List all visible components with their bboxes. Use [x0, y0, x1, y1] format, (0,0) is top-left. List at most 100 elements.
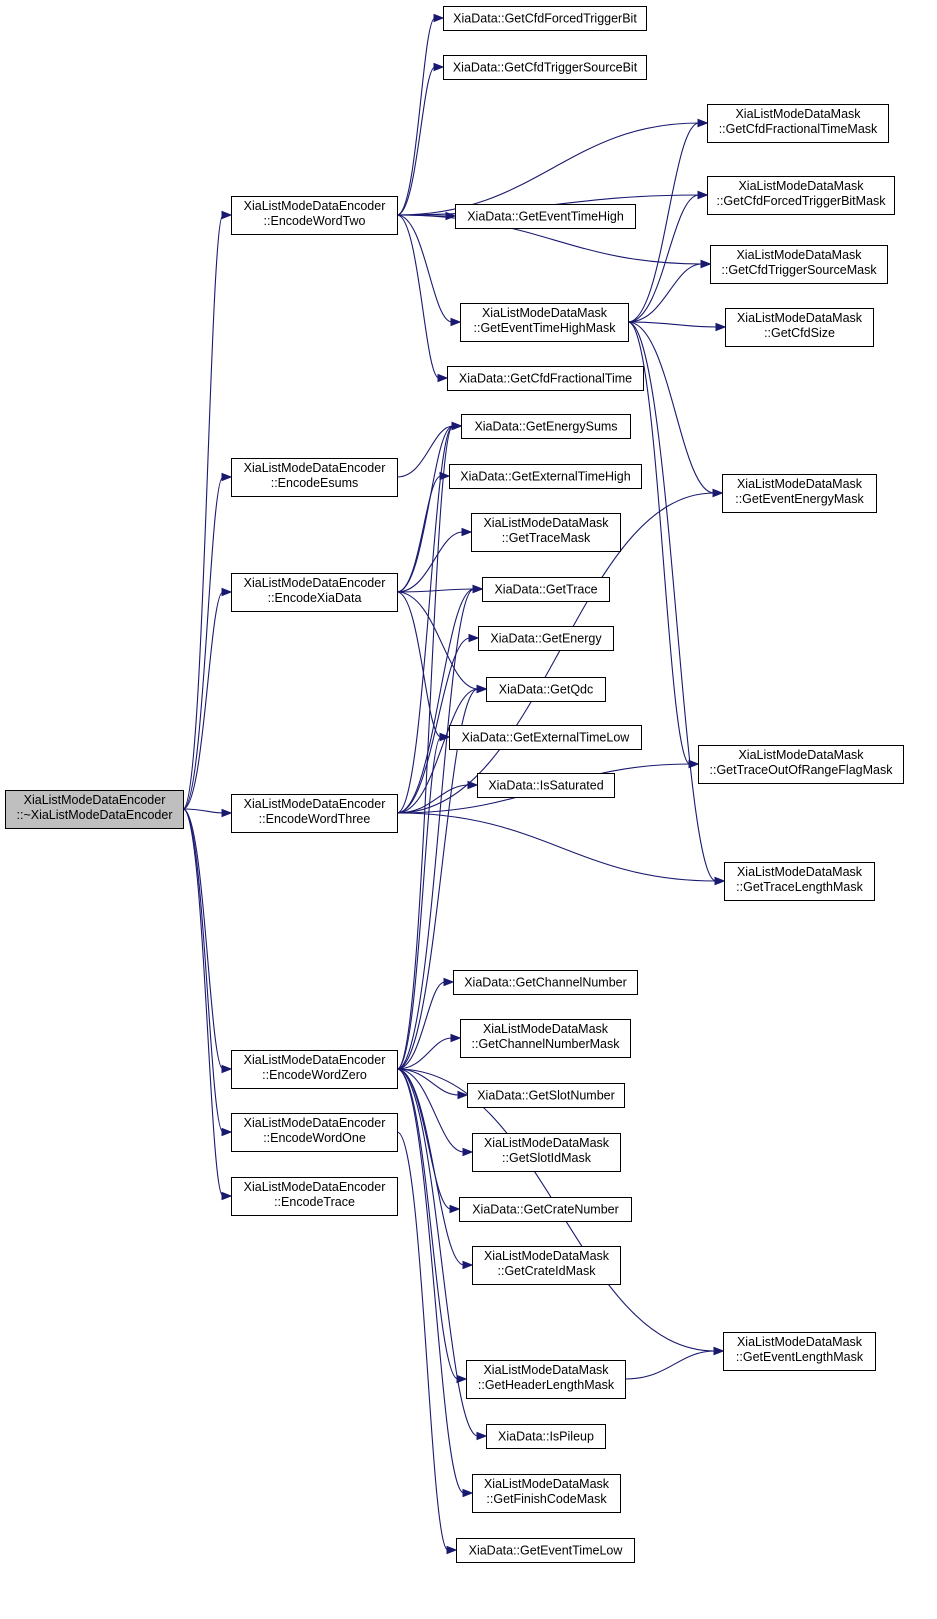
edge-line — [182, 214, 224, 810]
edge-line — [396, 214, 453, 323]
node-cfdfracmask[interactable]: XiaListModeDataMask::GetCfdFractionalTim… — [707, 104, 889, 143]
call-edge-ew0-to-chnummask — [396, 1033, 462, 1070]
node-evtlow[interactable]: XiaData::GetEventTimeLow — [456, 1538, 635, 1563]
edge-line — [396, 214, 703, 265]
edge-line — [396, 981, 446, 1070]
edge-line — [396, 1068, 465, 1153]
node-etr[interactable]: XiaListModeDataEncoder::EncodeTrace — [231, 1177, 398, 1216]
node-cfdsrcmask[interactable]: XiaListModeDataMask::GetCfdTriggerSource… — [710, 245, 888, 284]
node-label: XiaData::GetQdc — [499, 683, 594, 697]
node-label: ::EncodeXiaData — [268, 591, 362, 605]
call-edge-evthighmask-to-tracelenmask — [627, 321, 726, 886]
arrowhead-icon — [713, 1346, 725, 1356]
edge-line — [396, 475, 442, 593]
arrowhead-icon — [468, 633, 480, 643]
node-label: ::GetCfdSize — [764, 326, 835, 340]
node-evtlenmask[interactable]: XiaListModeDataMask::GetEventLengthMask — [723, 1332, 876, 1371]
node-box — [707, 104, 889, 143]
node-label: XiaListModeDataEncoder — [244, 797, 386, 811]
node-ew2[interactable]: XiaListModeDataEncoder::EncodeWordTwo — [231, 196, 398, 235]
node-label: XiaData::GetCfdForcedTriggerBit — [453, 12, 637, 26]
node-box — [710, 245, 888, 284]
node-label: XiaListModeDataEncoder — [24, 793, 166, 807]
node-cfdsize[interactable]: XiaListModeDataMask::GetCfdSize — [725, 308, 874, 347]
node-gettrace[interactable]: XiaData::GetTrace — [482, 577, 610, 602]
edge-line — [396, 637, 471, 814]
node-label: XiaListModeDataMask — [736, 248, 862, 262]
node-esums[interactable]: XiaListModeDataEncoder::EncodeEsums — [231, 458, 398, 497]
edge-line — [396, 492, 715, 814]
node-box — [472, 1246, 621, 1285]
edge-line — [624, 1350, 716, 1380]
node-esumsf[interactable]: XiaData::GetEnergySums — [461, 414, 631, 439]
call-edge-exia-to-getqdc — [396, 591, 488, 694]
call-edge-ew1-to-evtlow — [396, 1131, 458, 1555]
node-box — [231, 1177, 398, 1216]
node-label: XiaListModeDataMask — [483, 1022, 609, 1036]
node-label: XiaListModeDataMask — [484, 1136, 610, 1150]
node-box — [698, 745, 904, 784]
edge-line — [396, 1131, 449, 1551]
node-cfdforced[interactable]: XiaData::GetCfdForcedTriggerBit — [443, 6, 647, 31]
node-label: XiaData::GetCfdTriggerSourceBit — [453, 61, 638, 75]
node-box — [725, 308, 874, 347]
call-edge-ew2-to-cfdfrac — [396, 214, 449, 383]
node-slotmask[interactable]: XiaListModeDataMask::GetSlotIdMask — [472, 1133, 621, 1172]
node-label: XiaData::IsPileup — [498, 1430, 594, 1444]
node-box — [724, 862, 875, 901]
node-ew0[interactable]: XiaListModeDataEncoder::EncodeWordZero — [231, 1050, 398, 1089]
node-label: XiaData::GetSlotNumber — [477, 1089, 615, 1103]
node-cfdsrc[interactable]: XiaData::GetCfdTriggerSourceBit — [443, 55, 647, 80]
node-cratenum[interactable]: XiaData::GetCrateNumber — [459, 1197, 632, 1222]
node-chnum[interactable]: XiaData::GetChannelNumber — [453, 970, 638, 995]
node-box — [449, 725, 642, 750]
node-exthigh[interactable]: XiaData::GetExternalTimeHigh — [449, 464, 642, 489]
node-ew1[interactable]: XiaListModeDataEncoder::EncodeWordOne — [231, 1113, 398, 1152]
node-label: XiaListModeDataMask — [484, 1477, 610, 1491]
node-exia[interactable]: XiaListModeDataEncoder::EncodeXiaData — [231, 573, 398, 612]
node-cfdfrac[interactable]: XiaData::GetCfdFractionalTime — [447, 366, 644, 391]
node-tracelenmask[interactable]: XiaListModeDataMask::GetTraceLengthMask — [724, 862, 875, 901]
edge-line — [182, 808, 224, 1133]
node-getqdc[interactable]: XiaData::GetQdc — [486, 677, 606, 702]
node-root[interactable]: XiaListModeDataEncoder::~XiaListModeData… — [5, 790, 184, 829]
edge-line — [182, 808, 224, 1197]
node-issat[interactable]: XiaData::IsSaturated — [477, 773, 615, 798]
node-label: XiaData::GetEventTimeHigh — [467, 210, 624, 224]
node-label: XiaListModeDataEncoder — [244, 576, 386, 590]
node-label: ::~XiaListModeDataEncoder — [17, 808, 173, 822]
edge-line — [396, 591, 442, 738]
node-ew3[interactable]: XiaListModeDataEncoder::EncodeWordThree — [231, 794, 398, 833]
edge-line — [396, 214, 440, 379]
node-box — [443, 6, 647, 31]
edge-line — [396, 1068, 465, 1494]
arrowhead-icon — [476, 1431, 488, 1441]
node-slotnum[interactable]: XiaData::GetSlotNumber — [467, 1083, 625, 1108]
node-extlow[interactable]: XiaData::GetExternalTimeLow — [449, 725, 642, 750]
node-ispileup[interactable]: XiaData::IsPileup — [486, 1424, 606, 1449]
node-tooormask[interactable]: XiaListModeDataMask::GetTraceOutOfRangeF… — [698, 745, 904, 784]
node-finishmask[interactable]: XiaListModeDataMask::GetFinishCodeMask — [472, 1474, 621, 1513]
node-getenergy[interactable]: XiaData::GetEnergy — [478, 626, 614, 651]
arrowhead-icon — [221, 587, 233, 597]
node-evtenergymask[interactable]: XiaListModeDataMask::GetEventEnergyMask — [722, 474, 877, 513]
node-label: XiaData::GetCrateNumber — [472, 1203, 619, 1217]
edge-line — [396, 688, 479, 1070]
call-edge-exia-to-exthigh — [396, 471, 451, 593]
call-edge-ew0-to-finishmask — [396, 1068, 474, 1498]
node-hdrlenmask[interactable]: XiaListModeDataMask::GetHeaderLengthMask — [466, 1360, 626, 1399]
node-tracemask[interactable]: XiaListModeDataMask::GetTraceMask — [471, 513, 621, 552]
node-label: ::GetChannelNumberMask — [472, 1037, 621, 1051]
call-edge-ew0-to-cratemask — [396, 1068, 474, 1270]
node-chnummask[interactable]: XiaListModeDataMask::GetChannelNumberMas… — [460, 1019, 631, 1058]
node-label: ::GetCrateIdMask — [498, 1264, 597, 1278]
node-cratemask[interactable]: XiaListModeDataMask::GetCrateIdMask — [472, 1246, 621, 1285]
call-edge-evthighmask-to-cfdsrcmask — [627, 259, 712, 323]
node-label: XiaListModeDataMask — [737, 865, 863, 879]
arrowhead-icon — [697, 118, 709, 128]
arrowhead-icon — [446, 1545, 458, 1555]
node-label: XiaData::GetTrace — [494, 583, 597, 597]
node-cfdforcedmask[interactable]: XiaListModeDataMask::GetCfdForcedTrigger… — [707, 176, 895, 215]
node-evthigh[interactable]: XiaData::GetEventTimeHigh — [455, 204, 636, 229]
node-evthighmask[interactable]: XiaListModeDataMask::GetEventTimeHighMas… — [460, 303, 629, 342]
